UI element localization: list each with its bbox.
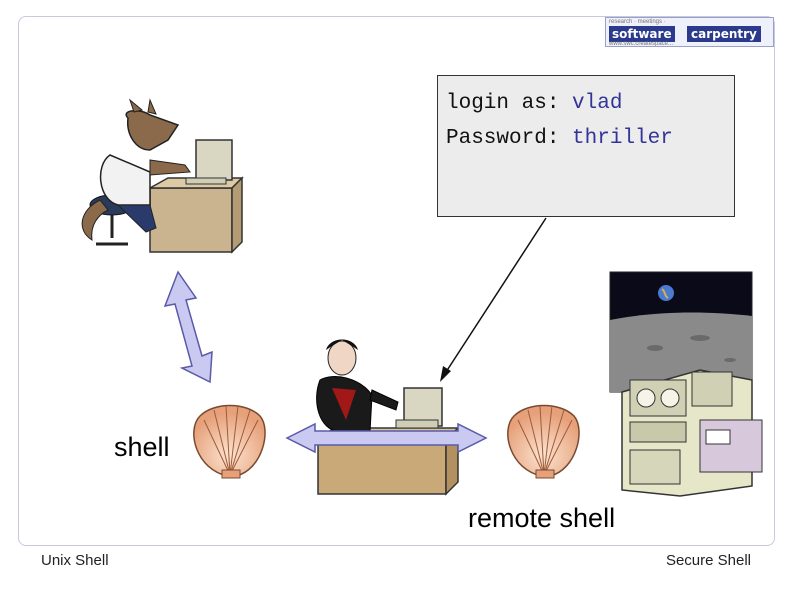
- login-username: vlad: [572, 92, 623, 115]
- logo-word-carpentry: carpentry: [687, 26, 761, 42]
- callout-pointer: [440, 217, 547, 382]
- shell-label: shell: [114, 432, 170, 462]
- login-prompt: login as:: [446, 92, 573, 115]
- logo-tagline-bottom: www.swc.createspace...: [609, 41, 674, 47]
- vampire-user-clipart: [315, 339, 460, 496]
- login-line: login as: vlad: [446, 86, 734, 121]
- password-line: Password: thriller: [446, 121, 734, 156]
- wolf-user-clipart: [81, 98, 244, 254]
- remote-server-moonbase-clipart: [609, 271, 763, 497]
- vertical-double-arrow: [163, 270, 213, 384]
- logo-word-software: software: [609, 26, 675, 42]
- login-terminal-callout: login as: vlad Password: thriller: [437, 75, 735, 217]
- remote-shell-label: remote shell: [468, 503, 616, 533]
- footer-left-title: Unix Shell: [41, 552, 109, 569]
- slide-frame: [18, 16, 775, 546]
- horizontal-double-arrow: [285, 422, 488, 454]
- shell-icon-local: [193, 404, 266, 479]
- shell-icon-remote: [507, 404, 580, 479]
- logo-tagline-top: research · meetings ·: [609, 19, 666, 25]
- software-carpentry-logo: research · meetings · software carpentry…: [605, 17, 774, 47]
- password-prompt: Password:: [446, 127, 573, 150]
- password-value: thriller: [572, 127, 673, 150]
- footer-right-title: Secure Shell: [665, 552, 751, 569]
